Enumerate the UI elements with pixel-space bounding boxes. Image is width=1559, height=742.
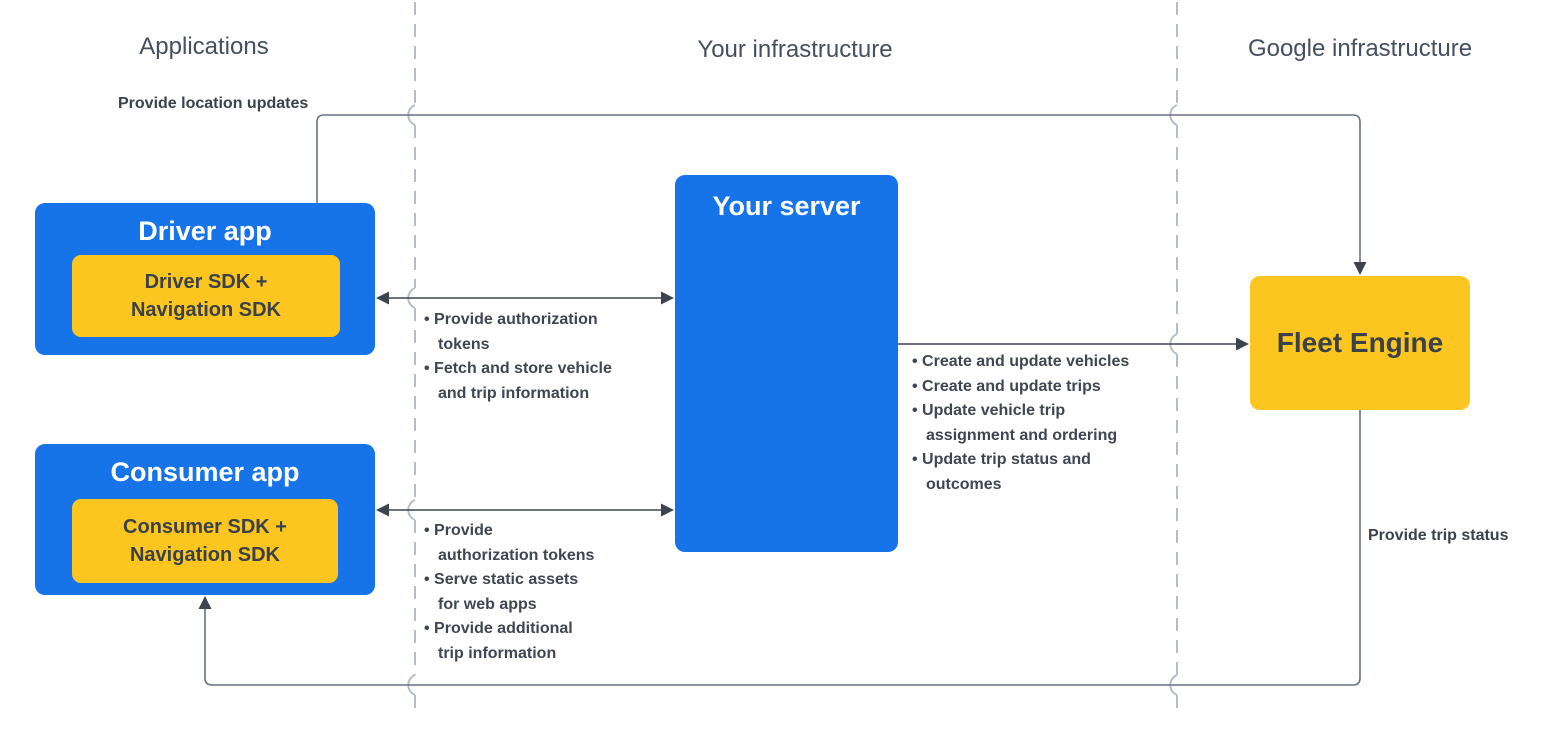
bullet-item: Update vehicle trip assignment and order… xyxy=(912,399,1142,448)
node-fleet-engine: Fleet Engine xyxy=(1250,276,1470,410)
bullet-item: Provide additional trip information xyxy=(424,617,596,666)
node-consumer-app: Consumer app Consumer SDK + Navigation S… xyxy=(35,444,375,595)
bullet-item: Provide authorization tokens xyxy=(424,308,629,357)
consumer-app-title: Consumer app xyxy=(110,457,300,487)
label-provide-trip-status: Provide trip status xyxy=(1368,527,1509,544)
edge-driver-server xyxy=(376,291,674,305)
bullet-item: Update trip status and outcomes xyxy=(912,448,1142,497)
bullets-consumer-server: Provide authorization tokensServe static… xyxy=(424,519,596,666)
bullets-server-fleet: Create and update vehiclesCreate and upd… xyxy=(912,350,1142,497)
bullet-item: Fetch and store vehicle and trip informa… xyxy=(424,357,629,406)
column-header-your-infrastructure: Your infrastructure xyxy=(697,36,893,63)
edge-location-updates xyxy=(316,114,1367,275)
node-driver-sdk: Driver SDK + Navigation SDK xyxy=(72,255,340,337)
edge-trip-status xyxy=(198,410,1361,686)
bullets-driver-server: Provide authorization tokensFetch and st… xyxy=(424,308,629,406)
column-header-applications: Applications xyxy=(139,33,269,60)
column-header-google-infrastructure: Google infrastructure xyxy=(1247,35,1473,62)
bullet-item: Create and update vehicles xyxy=(912,350,1142,375)
bullet-item: Create and update trips xyxy=(912,375,1142,400)
node-driver-app: Driver app Driver SDK + Navigation SDK xyxy=(35,203,375,355)
edge-server-fleet xyxy=(898,337,1249,351)
label-provide-location-updates: Provide location updates xyxy=(118,95,309,112)
fleet-engine-title: Fleet Engine xyxy=(1276,327,1444,358)
divider-dashed-right xyxy=(1169,2,1178,716)
node-your-server: Your server xyxy=(675,175,898,552)
bullet-item: Provide authorization tokens xyxy=(424,519,596,568)
bullet-item: Serve static assets for web apps xyxy=(424,568,596,617)
node-consumer-sdk: Consumer SDK + Navigation SDK xyxy=(72,499,338,583)
driver-app-title: Driver app xyxy=(138,216,272,246)
divider-dashed-left xyxy=(407,2,416,716)
your-server-title: Your server xyxy=(712,191,861,221)
edge-consumer-server xyxy=(376,503,674,517)
